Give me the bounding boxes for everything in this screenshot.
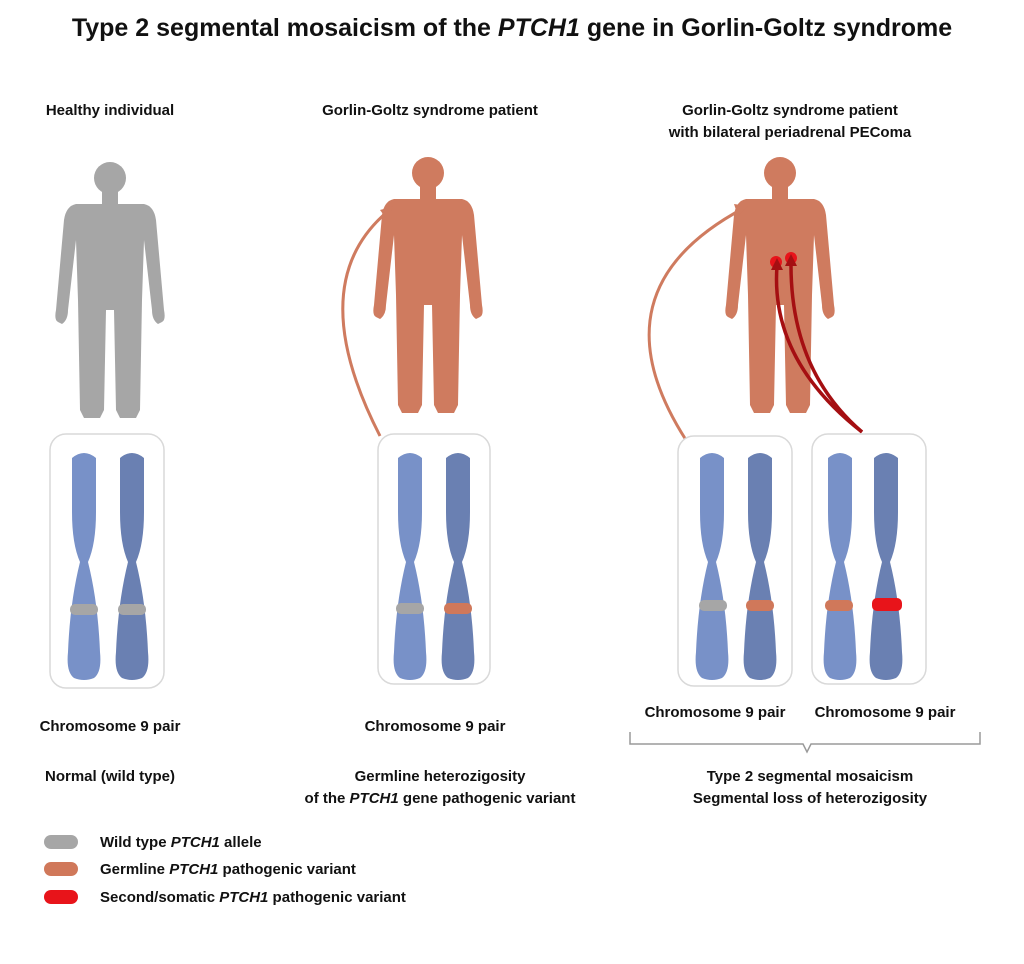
patient-description-line1: Germline heterozigosity [354, 768, 526, 785]
patient-desc-gene: PTCH1 [349, 790, 399, 807]
somatic-arrows [771, 254, 864, 434]
pecoma-description-line1: Type 2 segmental mosaicism [706, 768, 914, 785]
chromosome-panel-patient [377, 433, 491, 685]
pecoma-description: Type 2 segmental mosaicism Segmental los… [620, 766, 1000, 810]
band-germline [825, 600, 853, 611]
legend-2-gene: PTCH1 [219, 888, 269, 906]
healthy-header-line1: Healthy individual [45, 102, 175, 119]
chromosome-panel-pecoma-a [677, 435, 793, 687]
band-germline [444, 603, 472, 614]
healthy-header: Healthy individual [10, 100, 210, 122]
legend-1-gene: PTCH1 [169, 860, 219, 878]
legend-label-wild-type: Wild type PTCH1 allele [100, 834, 262, 851]
title-prefix: Type 2 segmental mosaicism of the [71, 14, 498, 42]
germline-arrow-2 [341, 206, 394, 437]
patient-description-line2: of the PTCH1 gene pathogenic variant [260, 788, 620, 810]
diagram-title: Type 2 segmental mosaicism of the PTCH1 … [0, 14, 1024, 43]
pecoma-header-line2: with bilateral periadrenal PEComa [668, 124, 912, 141]
healthy-description-line1: Normal (wild type) [44, 768, 175, 785]
mosaicism-bracket [629, 732, 981, 754]
legend-1-suffix: pathogenic variant [218, 860, 356, 878]
legend-2-suffix: pathogenic variant [268, 888, 406, 906]
patient-figure [373, 157, 483, 413]
band-wild-type [396, 603, 424, 614]
band-germline [746, 600, 774, 611]
patient-desc-prefix: of the [304, 790, 350, 807]
legend-swatch-germline [44, 862, 78, 876]
chromosome-panel-healthy [49, 433, 165, 689]
germline-arrow-3 [647, 204, 748, 441]
chromosome-label-pecoma-b: Chromosome 9 pair [814, 704, 956, 721]
legend-0-prefix: Wild type [100, 833, 171, 851]
legend-1-prefix: Germline [100, 860, 170, 878]
legend-item-somatic: Second/somatic PTCH1 pathogenic variant [44, 886, 406, 908]
chromosome-label-pecoma-a: Chromosome 9 pair [644, 704, 786, 721]
patient-desc-rest: gene pathogenic variant [398, 790, 576, 807]
patient-header-line1: Gorlin-Goltz syndrome patient [322, 102, 538, 119]
chromosome-panel-pecoma-b [811, 433, 927, 685]
patient-header: Gorlin-Goltz syndrome patient [280, 100, 580, 122]
pecoma-header: Gorlin-Goltz syndrome patient with bilat… [620, 100, 960, 144]
pecoma-patient-figure [725, 157, 835, 413]
legend-swatch-somatic [44, 890, 78, 904]
pecoma-description-line2: Segmental loss of heterozigosity [692, 790, 928, 807]
band-wild-type [118, 604, 146, 615]
legend-2-prefix: Second/somatic [100, 888, 220, 906]
title-gene: PTCH1 [497, 14, 580, 42]
legend-swatch-wild-type [44, 835, 78, 849]
chromosome-label-patient: Chromosome 9 pair [364, 718, 506, 735]
chromosome-label-healthy: Chromosome 9 pair [39, 718, 181, 735]
band-wild-type [70, 604, 98, 615]
band-somatic [872, 598, 902, 611]
healthy-figure [55, 162, 165, 418]
band-wild-type [699, 600, 727, 611]
legend-0-suffix: allele [219, 833, 262, 851]
pecoma-header-line1: Gorlin-Goltz syndrome patient [682, 102, 898, 119]
legend-0-gene: PTCH1 [170, 833, 220, 851]
legend-label-somatic: Second/somatic PTCH1 pathogenic variant [100, 889, 406, 906]
legend-label-germline: Germline PTCH1 pathogenic variant [100, 861, 356, 878]
patient-description: Germline heterozigosity of the PTCH1 gen… [260, 766, 620, 810]
legend-item-wild-type: Wild type PTCH1 allele [44, 831, 262, 853]
healthy-description: Normal (wild type) [10, 766, 210, 788]
title-suffix: gene in Gorlin-Goltz syndrome [579, 14, 953, 42]
legend-item-germline: Germline PTCH1 pathogenic variant [44, 858, 356, 880]
